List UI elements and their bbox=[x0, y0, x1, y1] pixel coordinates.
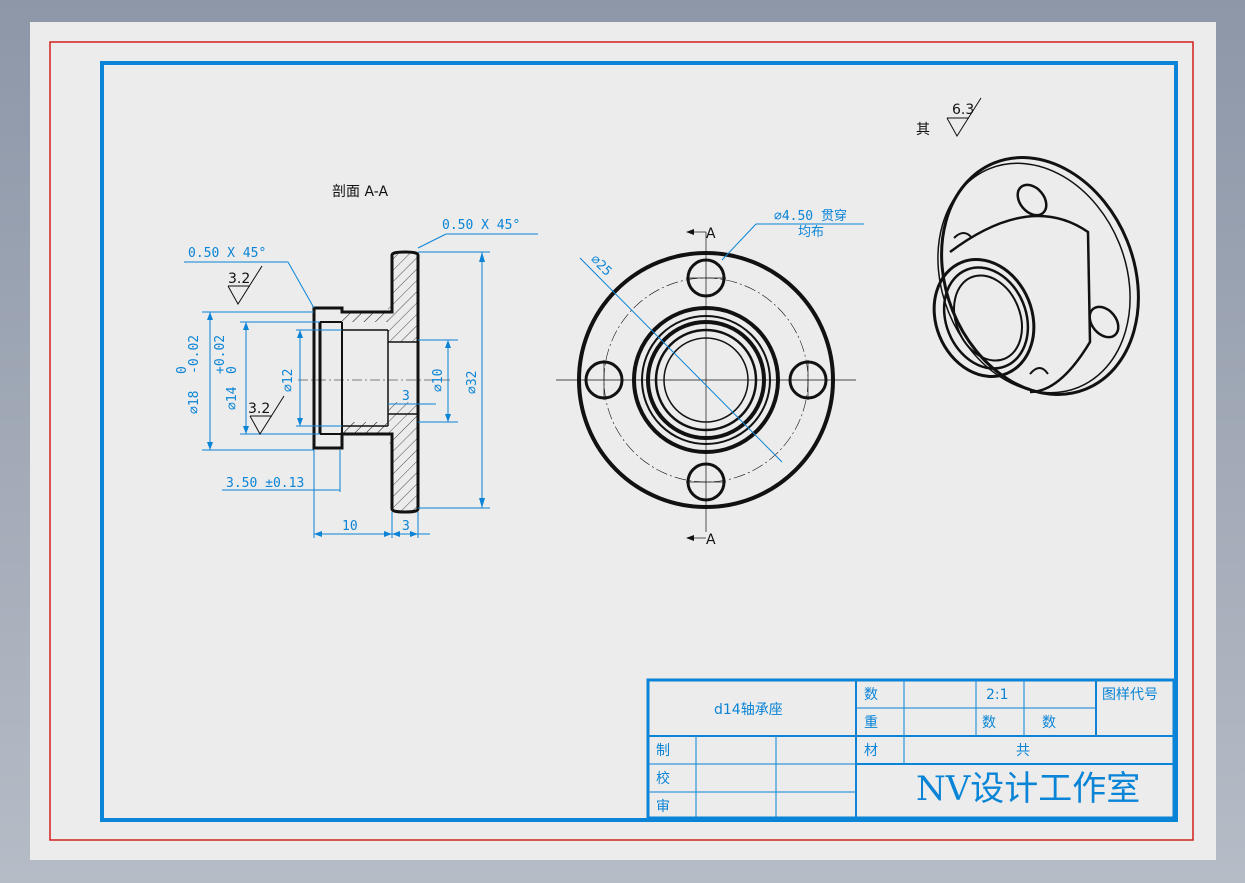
qty-label: 数 bbox=[864, 687, 878, 703]
dia18-lower: -0.02 bbox=[187, 335, 202, 374]
hole-note-line1: ⌀4.50 贯穿 bbox=[774, 208, 847, 224]
surface-note-roughness: 6.3 bbox=[952, 102, 974, 118]
count-label-1: 数 bbox=[982, 715, 996, 731]
dim10-label: 10 bbox=[342, 519, 358, 534]
material-value: 共 bbox=[1016, 743, 1030, 759]
drawing-code-label: 图样代号 bbox=[1102, 687, 1158, 703]
section-view: 剖面 A-A bbox=[175, 184, 538, 538]
section-mark-top: A bbox=[706, 226, 716, 242]
dim350-label: 3.50 ±0.13 bbox=[226, 476, 304, 491]
drawing-sheet: 剖面 A-A bbox=[30, 22, 1216, 860]
weight-label: 重 bbox=[864, 715, 878, 731]
dim3-bottom-label: 3 bbox=[402, 519, 410, 534]
front-view: ⌀4.50 贯穿 均布 ⌀25 A A bbox=[556, 208, 864, 548]
dia18-label: ⌀18 bbox=[187, 391, 202, 414]
roughness-b-label: 3.2 bbox=[248, 401, 270, 417]
company-name: NV设计工作室 bbox=[916, 769, 1140, 809]
technical-drawing: 剖面 A-A bbox=[49, 41, 1194, 841]
drawn-label: 制 bbox=[656, 743, 670, 759]
outer-border bbox=[49, 41, 1194, 841]
dia14-label: ⌀14 bbox=[225, 386, 240, 410]
dia14-upper: +0.02 bbox=[213, 335, 228, 374]
section-mark-bottom: A bbox=[706, 532, 716, 548]
material-label: 材 bbox=[864, 743, 878, 759]
dia14-lower: 0 bbox=[225, 366, 240, 374]
section-title: 剖面 A-A bbox=[332, 184, 388, 200]
dia12-label: ⌀12 bbox=[281, 369, 296, 392]
approved-label: 审 bbox=[656, 799, 670, 815]
drawing-frame bbox=[100, 61, 1178, 822]
hole-note-line2: 均布 bbox=[798, 225, 824, 240]
checked-label: 校 bbox=[656, 770, 670, 787]
title-block: d14轴承座 数 重 2:1 图样代号 数 数 材 共 制 校 审 NV设计工作… bbox=[646, 678, 1176, 820]
scale-value: 2:1 bbox=[986, 687, 1009, 703]
dia32-label: ⌀32 bbox=[465, 371, 480, 394]
surface-note-label: 其 bbox=[916, 122, 930, 138]
dia25-label: ⌀25 bbox=[587, 252, 614, 279]
roughness-a-label: 3.2 bbox=[228, 271, 250, 287]
dim3-inner-label: 3 bbox=[402, 389, 410, 404]
chamfer-left-label: 0.50 X 45° bbox=[188, 246, 266, 261]
part-name: d14轴承座 bbox=[714, 702, 783, 718]
chamfer-top-label: 0.50 X 45° bbox=[442, 218, 520, 233]
dia10-label: ⌀10 bbox=[431, 369, 446, 392]
dia18-upper: 0 bbox=[175, 366, 190, 374]
isometric-view bbox=[932, 97, 1140, 396]
count-label-2: 数 bbox=[1042, 715, 1056, 731]
